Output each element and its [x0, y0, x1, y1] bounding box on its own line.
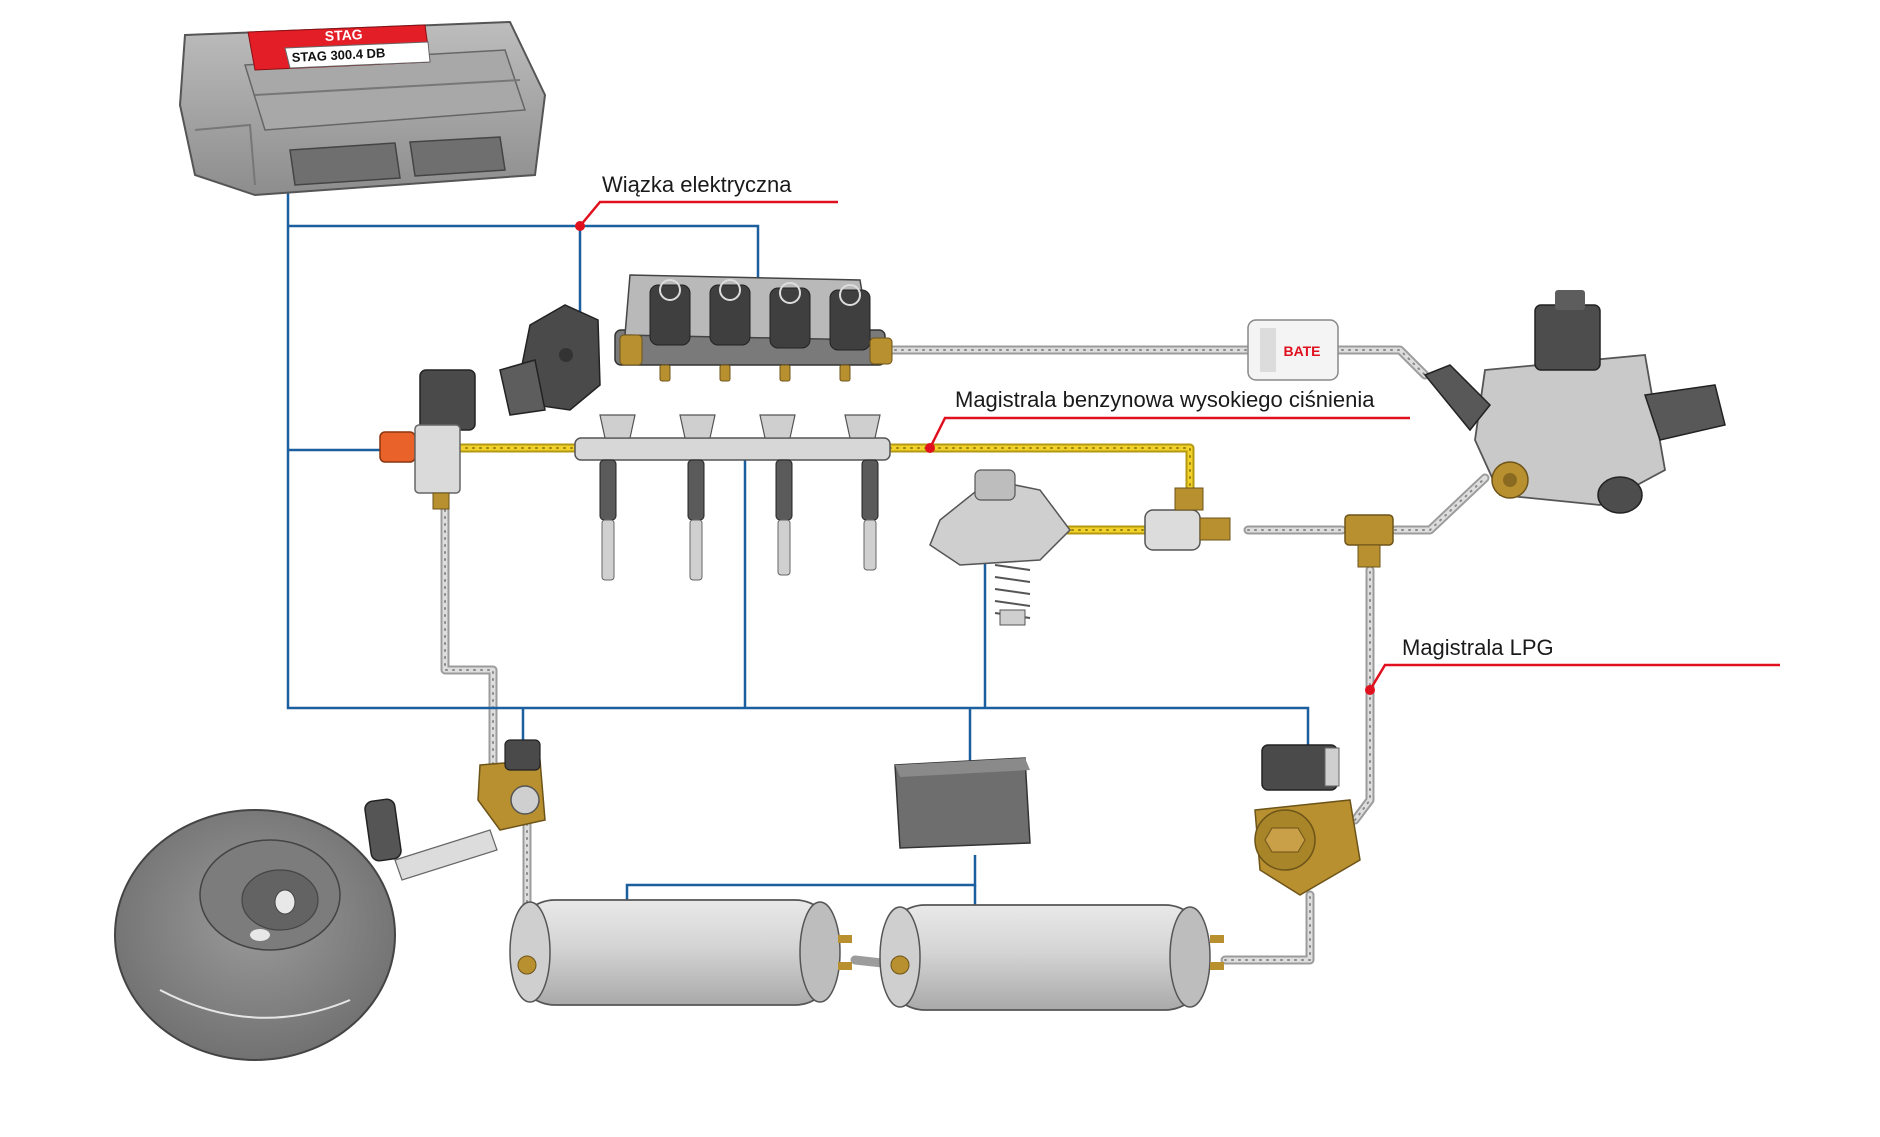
lpg-pipes: [440, 345, 1490, 985]
ecu-brand-text: STAG: [324, 26, 363, 44]
petrol-pipes: [440, 443, 1195, 535]
label-harness: Wiązka elektryczna: [602, 172, 792, 197]
toroidal-lpg-tank: [114, 809, 396, 1061]
high-pressure-pump: [929, 469, 1071, 626]
callout-harness: Wiązka elektryczna: [575, 172, 838, 231]
tank-multivalve: [477, 739, 546, 831]
control-module-box: [894, 757, 1031, 849]
lpg-reducer: [1423, 290, 1726, 514]
lpg-cylinder-tank-2: [879, 904, 1224, 1011]
callout-petrol-rail: Magistrala benzynowa wysokiego ciśnienia: [925, 387, 1410, 453]
gas-filter: BATE: [1247, 319, 1339, 381]
filler-valve: [364, 798, 498, 881]
label-petrol-rail: Magistrala benzynowa wysokiego ciśnienia: [955, 387, 1375, 412]
ecu-controller: STAG STAG 300.4 DB: [178, 20, 547, 197]
lpg-cylinder-tank-1: [509, 899, 852, 1006]
filter-brand-text: BATE: [1283, 343, 1320, 359]
callout-lpg-line: Magistrala LPG: [1365, 635, 1780, 695]
petrol-rail: [574, 414, 891, 581]
ecu-model-text: STAG 300.4 DB: [291, 45, 385, 65]
label-lpg-line: Magistrala LPG: [1402, 635, 1554, 660]
fuel-return-tee: [1144, 487, 1231, 551]
lpg-injector-rail: [614, 274, 893, 382]
map-sensor: [499, 304, 601, 416]
lpg-tee-fitting: [1344, 514, 1394, 568]
petrol-solenoid-valve: [379, 369, 476, 510]
lpg-pressure-regulator: [1254, 744, 1361, 896]
